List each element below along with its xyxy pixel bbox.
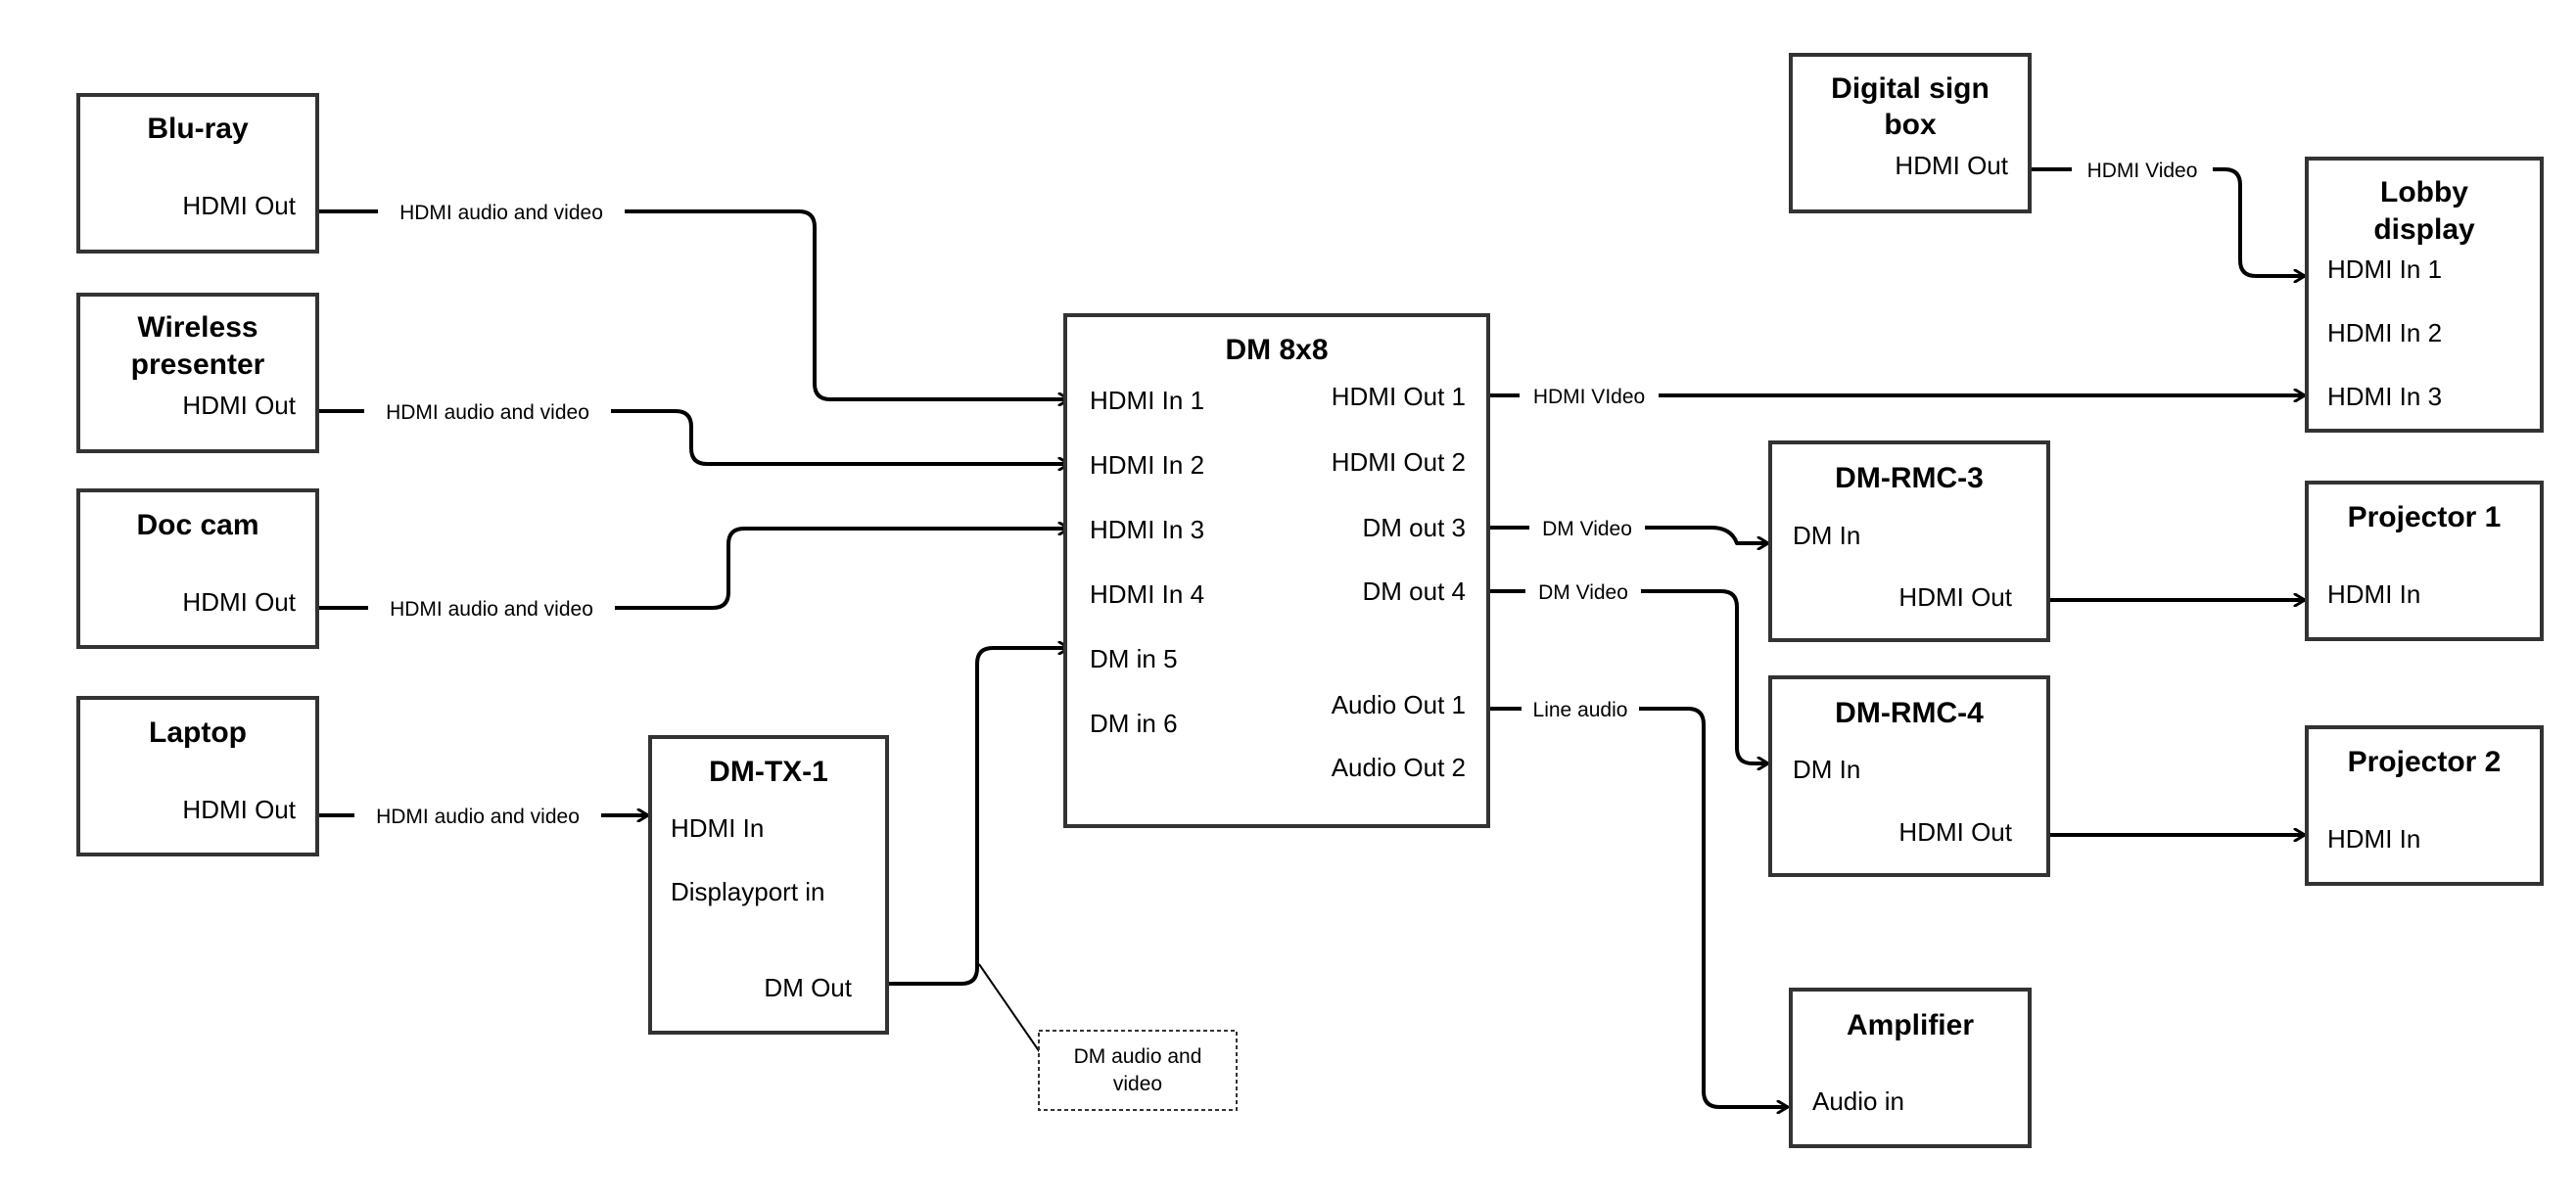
device-laptop[interactable]: Laptop HDMI Out: [76, 696, 319, 856]
connector-bluray-to-hdmi-in-1[interactable]: [317, 209, 1069, 399]
device-title-line2: display: [2373, 213, 2475, 246]
device-box: [76, 93, 319, 254]
port-hdmi-out[interactable]: HDMI Out: [182, 391, 296, 420]
port-audio-in[interactable]: Audio in: [1812, 1086, 1904, 1116]
device-box: [76, 696, 319, 856]
device-box: [1768, 675, 2050, 877]
port-hdmi-out[interactable]: HDMI Out: [182, 587, 296, 617]
device-amplifier[interactable]: Amplifier Audio in: [1789, 988, 2032, 1148]
port-hdmi-in-2[interactable]: HDMI In 2: [2327, 318, 2442, 347]
port-dm-out[interactable]: DM Out: [764, 973, 852, 1002]
note-leader-line: [978, 963, 1041, 1053]
device-box: [2305, 481, 2544, 641]
device-projector-2[interactable]: Projector 2 HDMI In: [2305, 725, 2544, 886]
device-dm-8x8[interactable]: DM 8x8 HDMI In 1 HDMI In 2 HDMI In 3 HDM…: [1063, 313, 1490, 828]
device-title: Blu-ray: [147, 113, 249, 145]
port-hdmi-out[interactable]: HDMI Out: [1895, 151, 2008, 180]
connector-signbox-to-lobby-hdmi-in-1[interactable]: [2030, 167, 2305, 276]
note-text-line2: video: [1113, 1073, 1162, 1095]
edge-label-wireless: HDMI audio and video: [386, 401, 589, 424]
device-title: Laptop: [149, 716, 247, 749]
port-audio-out-1[interactable]: Audio Out 1: [1332, 690, 1466, 719]
connector-dm-out-3-to-rmc3[interactable]: [1488, 526, 1768, 543]
device-title-line1: Wireless: [137, 311, 258, 344]
device-bluray[interactable]: Blu-ray HDMI Out: [76, 93, 319, 254]
port-hdmi-out-1[interactable]: HDMI Out 1: [1332, 382, 1466, 411]
device-title: DM-RMC-3: [1835, 462, 1984, 494]
port-hdmi-in[interactable]: HDMI In: [671, 813, 764, 843]
port-hdmi-out[interactable]: HDMI Out: [182, 191, 296, 220]
port-dm-out-3[interactable]: DM out 3: [1363, 513, 1467, 542]
edge-label-hdmi-out-1: HDMI VIdeo: [1533, 386, 1645, 408]
port-audio-out-2[interactable]: Audio Out 2: [1332, 753, 1466, 782]
edge-label-laptop: HDMI audio and video: [376, 806, 580, 828]
edge-label-dm-out-4: DM Video: [1538, 581, 1628, 604]
edge-label-audio-out-1: Line audio: [1533, 699, 1628, 721]
note-box: [1038, 1030, 1238, 1111]
device-doc-cam[interactable]: Doc cam HDMI Out: [76, 488, 319, 649]
port-hdmi-out[interactable]: HDMI Out: [1898, 582, 2012, 612]
connector-dmtx1-to-dm-in-5[interactable]: [887, 648, 1069, 986]
device-box: [1768, 440, 2050, 642]
device-title: Doc cam: [136, 509, 258, 541]
port-hdmi-in[interactable]: HDMI In: [2327, 579, 2420, 609]
connector-doccam-to-hdmi-in-3[interactable]: [317, 529, 1069, 610]
port-hdmi-out[interactable]: HDMI Out: [1898, 817, 2012, 847]
note-dm-audio-and-video: DM audio and video: [1038, 1030, 1238, 1111]
device-digital-sign-box[interactable]: Digital sign box HDMI Out: [1789, 53, 2032, 213]
device-dm-tx-1[interactable]: DM-TX-1 HDMI In Displayport in DM Out: [648, 735, 889, 1035]
note-text-line1: DM audio and: [1074, 1045, 1202, 1068]
port-dm-in-6[interactable]: DM in 6: [1090, 709, 1178, 738]
device-box: [2305, 157, 2544, 433]
edge-label-doccam: HDMI audio and video: [390, 598, 593, 621]
port-hdmi-in-2[interactable]: HDMI In 2: [1090, 450, 1204, 480]
device-dm-rmc-4[interactable]: DM-RMC-4 DM In HDMI Out: [1768, 675, 2050, 877]
port-displayport-in[interactable]: Displayport in: [671, 877, 825, 906]
port-hdmi-in-3[interactable]: HDMI In 3: [1090, 515, 1204, 544]
device-title-line1: Digital sign: [1831, 72, 1990, 105]
device-box: [76, 293, 319, 453]
connector-dm-out-4-to-rmc4[interactable]: [1488, 589, 1768, 763]
port-hdmi-in-1[interactable]: HDMI In 1: [2327, 254, 2442, 284]
device-wireless-presenter[interactable]: Wireless presenter HDMI Out: [76, 293, 319, 453]
device-dm-rmc-3[interactable]: DM-RMC-3 DM In HDMI Out: [1768, 440, 2050, 642]
port-hdmi-in[interactable]: HDMI In: [2327, 824, 2420, 854]
port-hdmi-in-1[interactable]: HDMI In 1: [1090, 386, 1204, 415]
device-projector-1[interactable]: Projector 1 HDMI In: [2305, 481, 2544, 641]
port-dm-in-5[interactable]: DM in 5: [1090, 644, 1178, 673]
device-title-line2: box: [1884, 109, 1937, 141]
device-title: DM-TX-1: [709, 756, 828, 788]
device-box: [2305, 725, 2544, 886]
port-dm-in[interactable]: DM In: [1793, 521, 1860, 550]
device-box: [648, 735, 889, 1035]
connector-audio-out-1-to-amplifier[interactable]: [1488, 707, 1788, 1107]
device-title-line1: Lobby: [2380, 176, 2468, 208]
edge-label-bluray: HDMI audio and video: [399, 202, 603, 224]
port-hdmi-in-4[interactable]: HDMI In 4: [1090, 579, 1204, 609]
device-title: Projector 1: [2348, 501, 2502, 533]
device-title: Projector 2: [2348, 746, 2502, 778]
device-title-line2: presenter: [131, 348, 265, 381]
connector-wireless-to-hdmi-in-2[interactable]: [317, 409, 1069, 464]
port-hdmi-out-2[interactable]: HDMI Out 2: [1332, 447, 1466, 477]
port-hdmi-in-3[interactable]: HDMI In 3: [2327, 382, 2442, 411]
device-box: [1063, 313, 1490, 828]
edge-label-dm-out-3: DM Video: [1542, 518, 1632, 540]
port-dm-in[interactable]: DM In: [1793, 755, 1860, 784]
port-hdmi-out[interactable]: HDMI Out: [182, 795, 296, 824]
edge-label-signbox: HDMI Video: [2087, 160, 2198, 182]
device-box: [76, 488, 319, 649]
device-title: DM 8x8: [1225, 334, 1328, 366]
port-dm-out-4[interactable]: DM out 4: [1363, 577, 1467, 606]
device-title: Amplifier: [1847, 1009, 1974, 1041]
device-lobby-display[interactable]: Lobby display HDMI In 1 HDMI In 2 HDMI I…: [2305, 157, 2544, 433]
device-box: [1789, 988, 2032, 1148]
device-box: [1789, 53, 2032, 213]
device-title: DM-RMC-4: [1835, 697, 1984, 729]
